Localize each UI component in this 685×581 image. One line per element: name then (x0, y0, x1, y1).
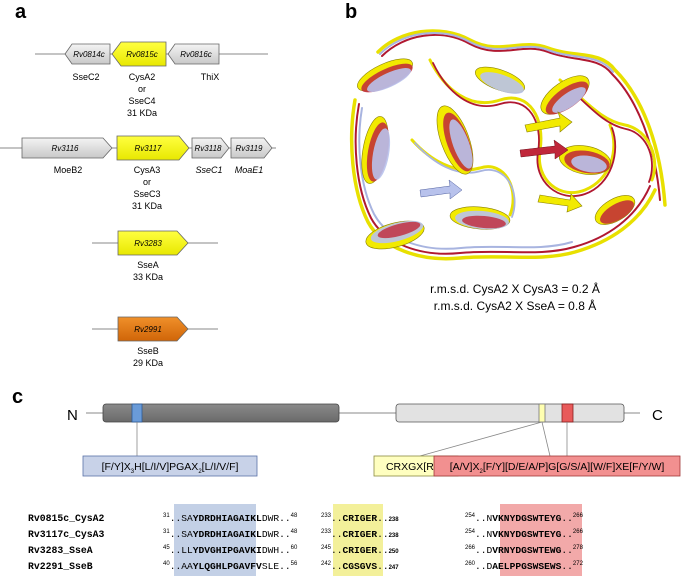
gene-arrow-rv3119 (230, 137, 273, 159)
label-or-1: or (138, 84, 146, 94)
alignment-row: Rv2291_SseB 40..AAYLQGHLPGAVFVSLE..56 24… (28, 561, 584, 572)
seq-segment-2: 233..CRIGER..238 (321, 529, 399, 540)
gene-name-rv3118: Rv3118 (195, 144, 223, 153)
alignment-row: Rv3117c_CysA3 31..SAYDRDHIAGAIKLDWR..48 … (28, 529, 584, 540)
seq-name: Rv3283_SseA (28, 545, 93, 556)
gene-arrow-rv0814c (64, 43, 111, 65)
seq-segment-2: 233..CRIGER..238 (321, 513, 399, 524)
panel-label-b: b (345, 1, 357, 23)
label-ssec2: SseC2 (72, 72, 99, 82)
label-cysa2: CysA2 (129, 72, 156, 82)
panel-a: Rv0814c Rv0815c Rv0816c SseC2 CysA2 or S… (0, 41, 276, 368)
seq-segment-2: 242..CGSGVS..247 (321, 561, 399, 572)
seq-segment-1: 31..SAYDRDHIAGAIKLDWR..48 (163, 513, 298, 524)
label-ssec4: SseC4 (128, 96, 155, 106)
sequence-alignment: Rv0815c_CysA2 31..SAYDRDHIAGAIKLDWR..48 … (28, 513, 584, 572)
gene-name-rv3283: Rv3283 (134, 239, 162, 248)
gene-name-rv0816c: Rv0816c (180, 50, 212, 59)
gene-name-rv3116: Rv3116 (52, 144, 80, 153)
label-ssea: SseA (137, 260, 159, 270)
label-sseb: SseB (137, 346, 159, 356)
motif-yellow-text: CRXGX[R/T] (386, 461, 446, 473)
motif-marker-blue (131, 403, 143, 423)
label-31kda-1: 31 KDa (127, 108, 157, 118)
label-ssec3: SseC3 (133, 189, 160, 199)
gene-name-rv0814c: Rv0814c (73, 50, 105, 59)
connector-yellow-b (541, 421, 551, 457)
label-33kda: 33 KDa (133, 272, 163, 282)
gene-arrow-rv3283 (117, 230, 189, 256)
connector-yellow-a (419, 421, 543, 457)
label-or-2: or (143, 177, 151, 187)
motif-red-text: [A/V]X2[F/Y][D/E/A/P]G[G/S/A][W/F]XE[F/Y… (450, 461, 665, 475)
motif-box-red (433, 455, 681, 477)
label-29kda: 29 KDa (133, 358, 163, 368)
gene-arrow-rv0815c (111, 41, 167, 67)
motif-box-blue (82, 455, 258, 477)
motif-marker-yellow (538, 403, 546, 423)
rmsd-cysa2-ssea: r.m.s.d. CysA2 X SseA = 0.8 Å (434, 298, 596, 313)
seq-segment-1: 31..SAYDRDHIAGAIKLDWR..48 (163, 529, 298, 540)
rhodanese-domain-2 (395, 403, 625, 423)
seq-segment-3: 260..DAELPPGSWSEWS..272 (465, 561, 584, 572)
alignment-highlight-yellow (333, 504, 383, 576)
seq-name: Rv0815c_CysA2 (28, 513, 105, 524)
panel-label-a: a (15, 1, 27, 23)
seq-segment-1: 40..AAYLQGHLPGAVFVSLE..56 (163, 561, 298, 572)
panel-label-c: c (12, 386, 23, 408)
seq-name: Rv2291_SseB (28, 561, 93, 572)
label-cysa3: CysA3 (134, 165, 161, 175)
label-moae1: MoaE1 (235, 165, 264, 175)
protein-structure-overlay (349, 29, 667, 261)
label-31kda-2: 31 KDa (132, 201, 162, 211)
label-ssec1: SseC1 (195, 165, 222, 175)
alignment-highlight-red (500, 504, 582, 576)
seq-segment-3: 254..NVKNYDGSWTEYG..266 (465, 529, 584, 540)
rmsd-cysa2-cysa3: r.m.s.d. CysA2 X CysA3 = 0.2 Å (430, 281, 600, 296)
gene-name-rv3119: Rv3119 (236, 144, 264, 153)
gene-arrow-rv2991 (117, 316, 189, 342)
motif-blue-text: [F/Y]X3H[L/I/V]PGAX2[L/I/V/F] (102, 461, 239, 475)
gene-name-rv2991: Rv2991 (134, 325, 162, 334)
gene-arrow-rv3118 (191, 137, 230, 159)
alignment-row: Rv3283_SseA 45..LLYDVGHIPGAVKIDWH..60 24… (28, 545, 584, 556)
gene-name-rv0815c: Rv0815c (126, 50, 158, 59)
seq-segment-2: 245..CRIGER..250 (321, 545, 399, 556)
gene-arrow-rv3117 (116, 135, 190, 161)
alignment-highlight-blue (174, 504, 256, 576)
gene-arrow-rv3116 (21, 137, 113, 159)
c-terminus-label: C (652, 407, 663, 424)
n-terminus-label: N (67, 407, 78, 424)
domain-architecture: N C [F/Y]X3H[L/I/V]PGAX2[L/I/V/F] CRXGX[… (67, 403, 681, 477)
motif-marker-red (561, 403, 574, 423)
gene-arrow-rv0816c (167, 43, 220, 65)
seq-segment-1: 45..LLYDVGHIPGAVKIDWH..60 (163, 545, 298, 556)
label-moeb2: MoeB2 (54, 165, 83, 175)
rhodanese-domain-1 (102, 403, 340, 423)
seq-segment-3: 254..NVKNYDGSWTEYG..266 (465, 513, 584, 524)
label-thix: ThiX (201, 72, 220, 82)
alignment-row: Rv0815c_CysA2 31..SAYDRDHIAGAIKLDWR..48 … (28, 513, 584, 524)
seq-name: Rv3117c_CysA3 (28, 529, 105, 540)
gene-name-rv3117: Rv3117 (135, 144, 163, 153)
seq-segment-3: 266..DVRNYDGSWTEWG..278 (465, 545, 584, 556)
